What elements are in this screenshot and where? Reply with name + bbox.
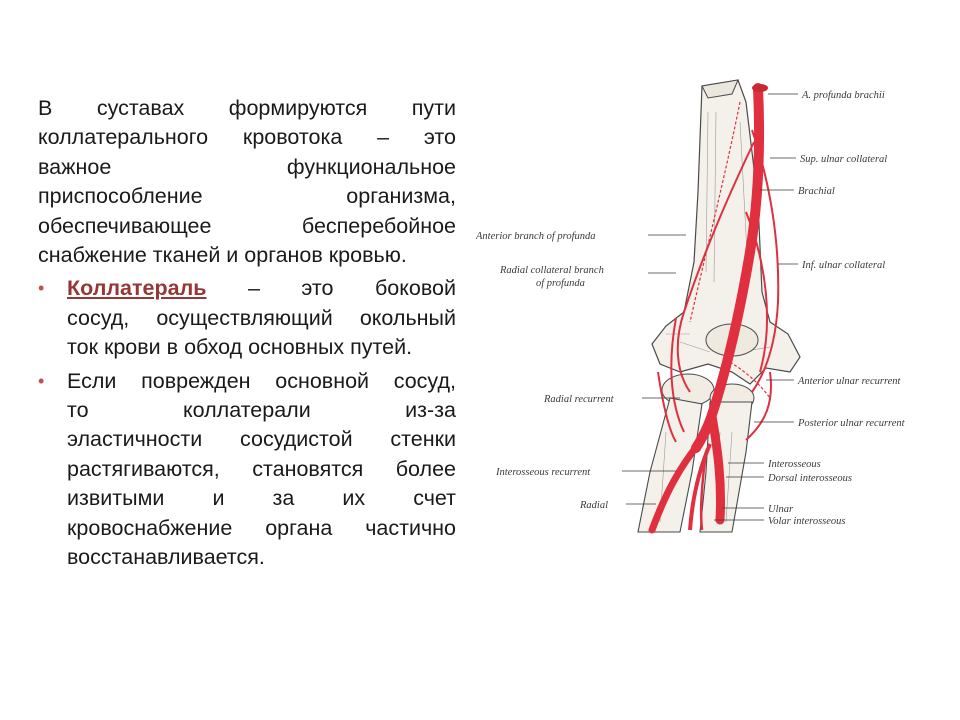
intro-line: обеспечивающее бесперебойное — [38, 213, 456, 238]
intro-line: снабжение тканей и органов кровью. — [38, 243, 407, 268]
bullet-line: Если поврежден основной сосуд, — [67, 368, 456, 393]
intro-paragraph: В суставах формируются пути коллатеральн… — [38, 94, 456, 270]
label-radial-recurrent: Radial recurrent — [543, 394, 615, 405]
label-profunda-brachii: A. profunda brachii — [801, 90, 885, 101]
text-column: В суставах формируются пути коллатеральн… — [38, 94, 456, 577]
bullet-line: то коллатерали из-за — [67, 398, 456, 423]
label-brachial: Brachial — [798, 186, 835, 197]
ulnar-artery — [707, 411, 726, 525]
label-of-profunda: of profunda — [536, 278, 585, 289]
bullet-line: извитыми и за их счет — [67, 486, 456, 511]
label-anterior-branch-profunda: Anterior branch of profunda — [475, 231, 595, 242]
bullet-text: – это боковой — [206, 276, 456, 301]
intro-line: В суставах формируются пути — [38, 96, 456, 120]
label-interosseous: Interosseous — [767, 459, 821, 470]
bullet-line: сосуд, осуществляющий окольный — [67, 305, 456, 330]
bullet-line: кровоснабжение органа частично — [67, 515, 456, 540]
label-inf-ulnar-collateral: Inf. ulnar collateral — [801, 260, 885, 271]
radial-artery — [648, 438, 704, 534]
bullet-line: восстанавливается. — [67, 545, 265, 570]
label-posterior-ulnar-recurrent: Posterior ulnar recurrent — [797, 418, 906, 429]
term-collateral: Коллатераль — [67, 276, 207, 301]
anatomy-illustration: A. profunda brachii Sup. ulnar collatera… — [475, 79, 906, 534]
label-volar-interosseous: Volar interosseous — [768, 516, 846, 527]
humerus-bone — [651, 79, 801, 385]
label-radial-collateral-branch: Radial collateral branch — [499, 265, 604, 276]
bullet-line: растягиваются, становятся более — [67, 456, 456, 481]
bullet-list: • Коллатераль – это боковой сосуд, осуще… — [38, 274, 456, 572]
radius-bone — [637, 397, 703, 533]
elbow-arteries-figure: A. profunda brachii Sup. ulnar collatera… — [470, 72, 946, 536]
bullet-line: ток крови в обход основных путей. — [67, 335, 413, 360]
intro-line: важное функциональное — [38, 154, 456, 179]
label-interosseous-recurrent: Interosseous recurrent — [495, 467, 591, 478]
label-radial: Radial — [579, 500, 608, 511]
label-dorsal-interosseous: Dorsal interosseous — [767, 473, 852, 484]
label-ulnar: Ulnar — [768, 504, 794, 515]
intro-line: коллатерального кровотока – это — [38, 125, 456, 150]
bullet-dot-icon: • — [38, 370, 45, 391]
bullet-collateral-definition: • Коллатераль – это боковой сосуд, осуще… — [38, 274, 456, 362]
bullet-line: эластичности сосудистой стенки — [67, 427, 456, 452]
bullet-line: Коллатераль – это боковой — [67, 274, 456, 303]
label-sup-ulnar-collateral: Sup. ulnar collateral — [800, 154, 887, 165]
bullet-dot-icon: • — [38, 278, 45, 299]
bullet-vessel-damage: • Если поврежден основной сосуд, то колл… — [38, 367, 456, 573]
intro-line: приспособление организма, — [38, 184, 456, 209]
label-anterior-ulnar-recurrent: Anterior ulnar recurrent — [797, 376, 902, 387]
